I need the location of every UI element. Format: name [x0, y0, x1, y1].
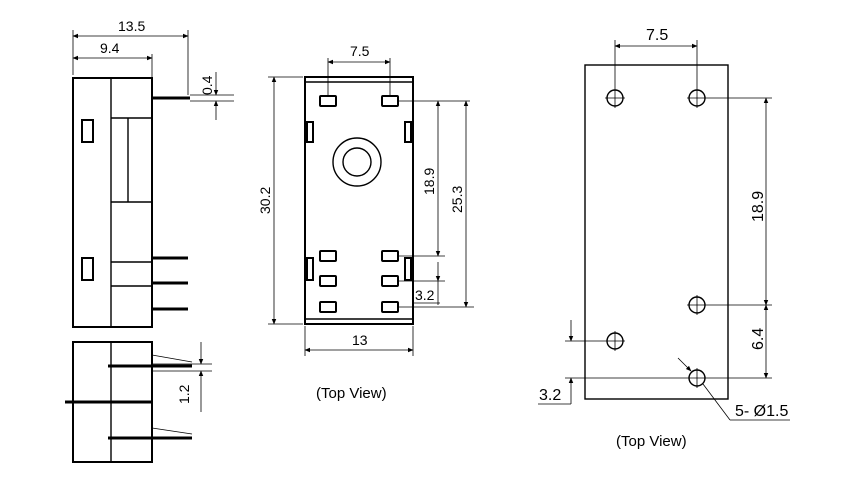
pin-slots: [319, 95, 399, 313]
dim-pin-offset: 3.2: [415, 287, 435, 303]
dim-length: 30.2: [257, 187, 273, 214]
dim-pin-pitch: 1.2: [176, 384, 192, 404]
dim-hole-spacing-x: 7.5: [646, 27, 668, 44]
pcb-outline: [584, 64, 729, 400]
socket-caption: (Top View): [316, 385, 387, 402]
dim-overall-width: 13.5: [118, 18, 145, 34]
mounting-boss: [332, 137, 382, 187]
dim-pin-spacing-x: 7.5: [350, 43, 370, 59]
dim-body-width: 9.4: [100, 40, 120, 56]
dim-width: 13: [352, 332, 368, 348]
hole-callout: 5- Ø1.5: [735, 403, 788, 420]
dim-pin-span: 18.9: [421, 168, 437, 195]
mounting-holes: [605, 88, 707, 388]
dim-hole-offset-x: 3.2: [539, 387, 561, 404]
dim-hole-offset-y: 6.4: [750, 328, 767, 350]
pcb-caption: (Top View): [616, 433, 687, 450]
dim-pin-thickness: 0.4: [199, 75, 215, 95]
dim-hole-span: 18.9: [750, 191, 767, 222]
side-view: 13.5 9.4 0.4 1.2: [65, 18, 234, 463]
socket-top-view: 7.5 30.2 18.9 25.3 3.2 13 (Top View): [257, 43, 474, 402]
pcb-top-view: 7.5 18.9 6.4 3.2 5- Ø1.5 (Top View): [538, 27, 790, 450]
dim-pin-to-end: 25.3: [449, 186, 465, 213]
